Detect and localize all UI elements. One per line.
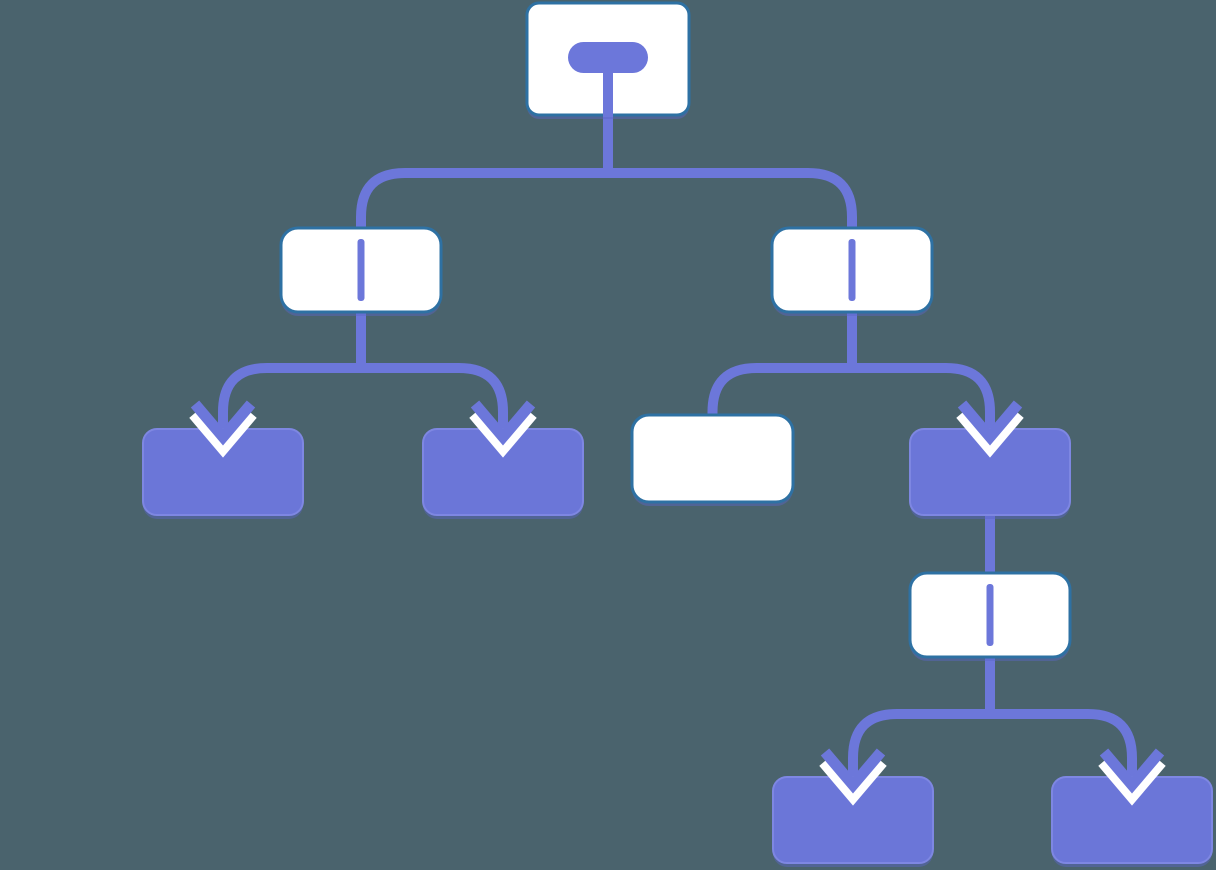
topic-pill-stem bbox=[603, 69, 613, 117]
divider-bar bbox=[986, 584, 994, 646]
branch-node-left[interactable] bbox=[279, 226, 443, 316]
arrow-halo-chevron bbox=[189, 408, 257, 458]
divider-bar bbox=[848, 239, 856, 301]
connector-rail-branch-bottom bbox=[848, 709, 1137, 783]
node-layer bbox=[142, 1, 1213, 867]
arrow-halo-chevron bbox=[956, 408, 1024, 458]
arrow-halo-chevron bbox=[819, 756, 887, 806]
divider-bar bbox=[357, 239, 365, 301]
action-node-3[interactable] bbox=[909, 428, 1071, 519]
root-topic-node[interactable] bbox=[525, 1, 691, 119]
topic-pill bbox=[568, 42, 648, 73]
arrowhead-chevron bbox=[470, 400, 536, 446]
connector-rail-branch-left bbox=[218, 363, 508, 435]
connector-rail-root bbox=[356, 168, 857, 232]
arrow-into-leaf-5 bbox=[1098, 748, 1166, 806]
action-node-5[interactable] bbox=[1051, 776, 1213, 867]
arrowhead-chevron bbox=[957, 400, 1023, 446]
arrow-halo-chevron bbox=[469, 408, 537, 458]
arrowhead-chevron bbox=[820, 748, 886, 794]
action-node-1[interactable] bbox=[142, 428, 304, 519]
arrowhead-chevron bbox=[190, 400, 256, 446]
arrow-halo-chevron bbox=[1098, 756, 1166, 806]
arrow-into-mid-right bbox=[956, 400, 1024, 458]
arrow-into-leaf-4 bbox=[819, 748, 887, 806]
arrow-into-leaf-1 bbox=[189, 400, 257, 458]
empty-node[interactable] bbox=[630, 413, 795, 506]
connector-lines bbox=[218, 112, 1137, 783]
action-node-2[interactable] bbox=[422, 428, 584, 519]
node-body[interactable] bbox=[630, 413, 795, 504]
action-node-4[interactable] bbox=[772, 776, 934, 867]
branch-node-right[interactable] bbox=[770, 226, 934, 316]
arrowhead-chevron bbox=[1099, 748, 1165, 794]
arrow-into-leaf-2 bbox=[469, 400, 537, 458]
arrowheads bbox=[189, 400, 1166, 806]
branch-node-bottom[interactable] bbox=[908, 571, 1072, 661]
connector-rail-branch-right bbox=[707, 363, 995, 435]
